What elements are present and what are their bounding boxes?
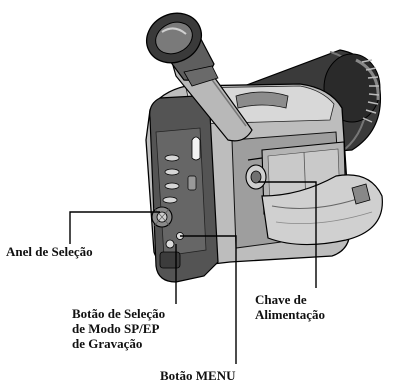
callout-anel-selecao-text: Anel de Seleção — [6, 244, 93, 259]
callout-anel-selecao: Anel de Seleção — [6, 244, 93, 259]
viewfinder — [146, 12, 253, 142]
callout-botao-menu-text: Botão MENU — [160, 368, 236, 383]
power-switch — [245, 157, 267, 190]
focus-ring — [361, 59, 380, 123]
callout-chave-alimentacao-line1: Chave de — [255, 292, 307, 307]
callout-chave-alimentacao-line2: Alimentação — [255, 307, 326, 322]
sp-ep-button — [165, 239, 175, 249]
leader-botao-menu — [180, 235, 237, 364]
callout-botao-selecao-modo-line2: de Modo SP/EP — [72, 321, 160, 336]
hand-strap — [261, 174, 383, 246]
leader-anel-selecao — [69, 211, 160, 244]
select-dial — [151, 206, 173, 228]
leader-lines — [69, 181, 317, 364]
callout-botao-menu: Botão MENU — [160, 368, 235, 383]
callout-botao-selecao-modo-line3: de Gravação — [72, 336, 143, 351]
callout-botao-selecao-modo-line1: Botão de Seleção — [72, 306, 166, 321]
leader-chave-alimentacao — [258, 181, 317, 288]
callout-botao-selecao-modo: Botão de Seleção de Modo SP/EP de Gravaç… — [72, 306, 165, 351]
callout-chave-alimentacao: Chave de Alimentação — [255, 292, 325, 322]
